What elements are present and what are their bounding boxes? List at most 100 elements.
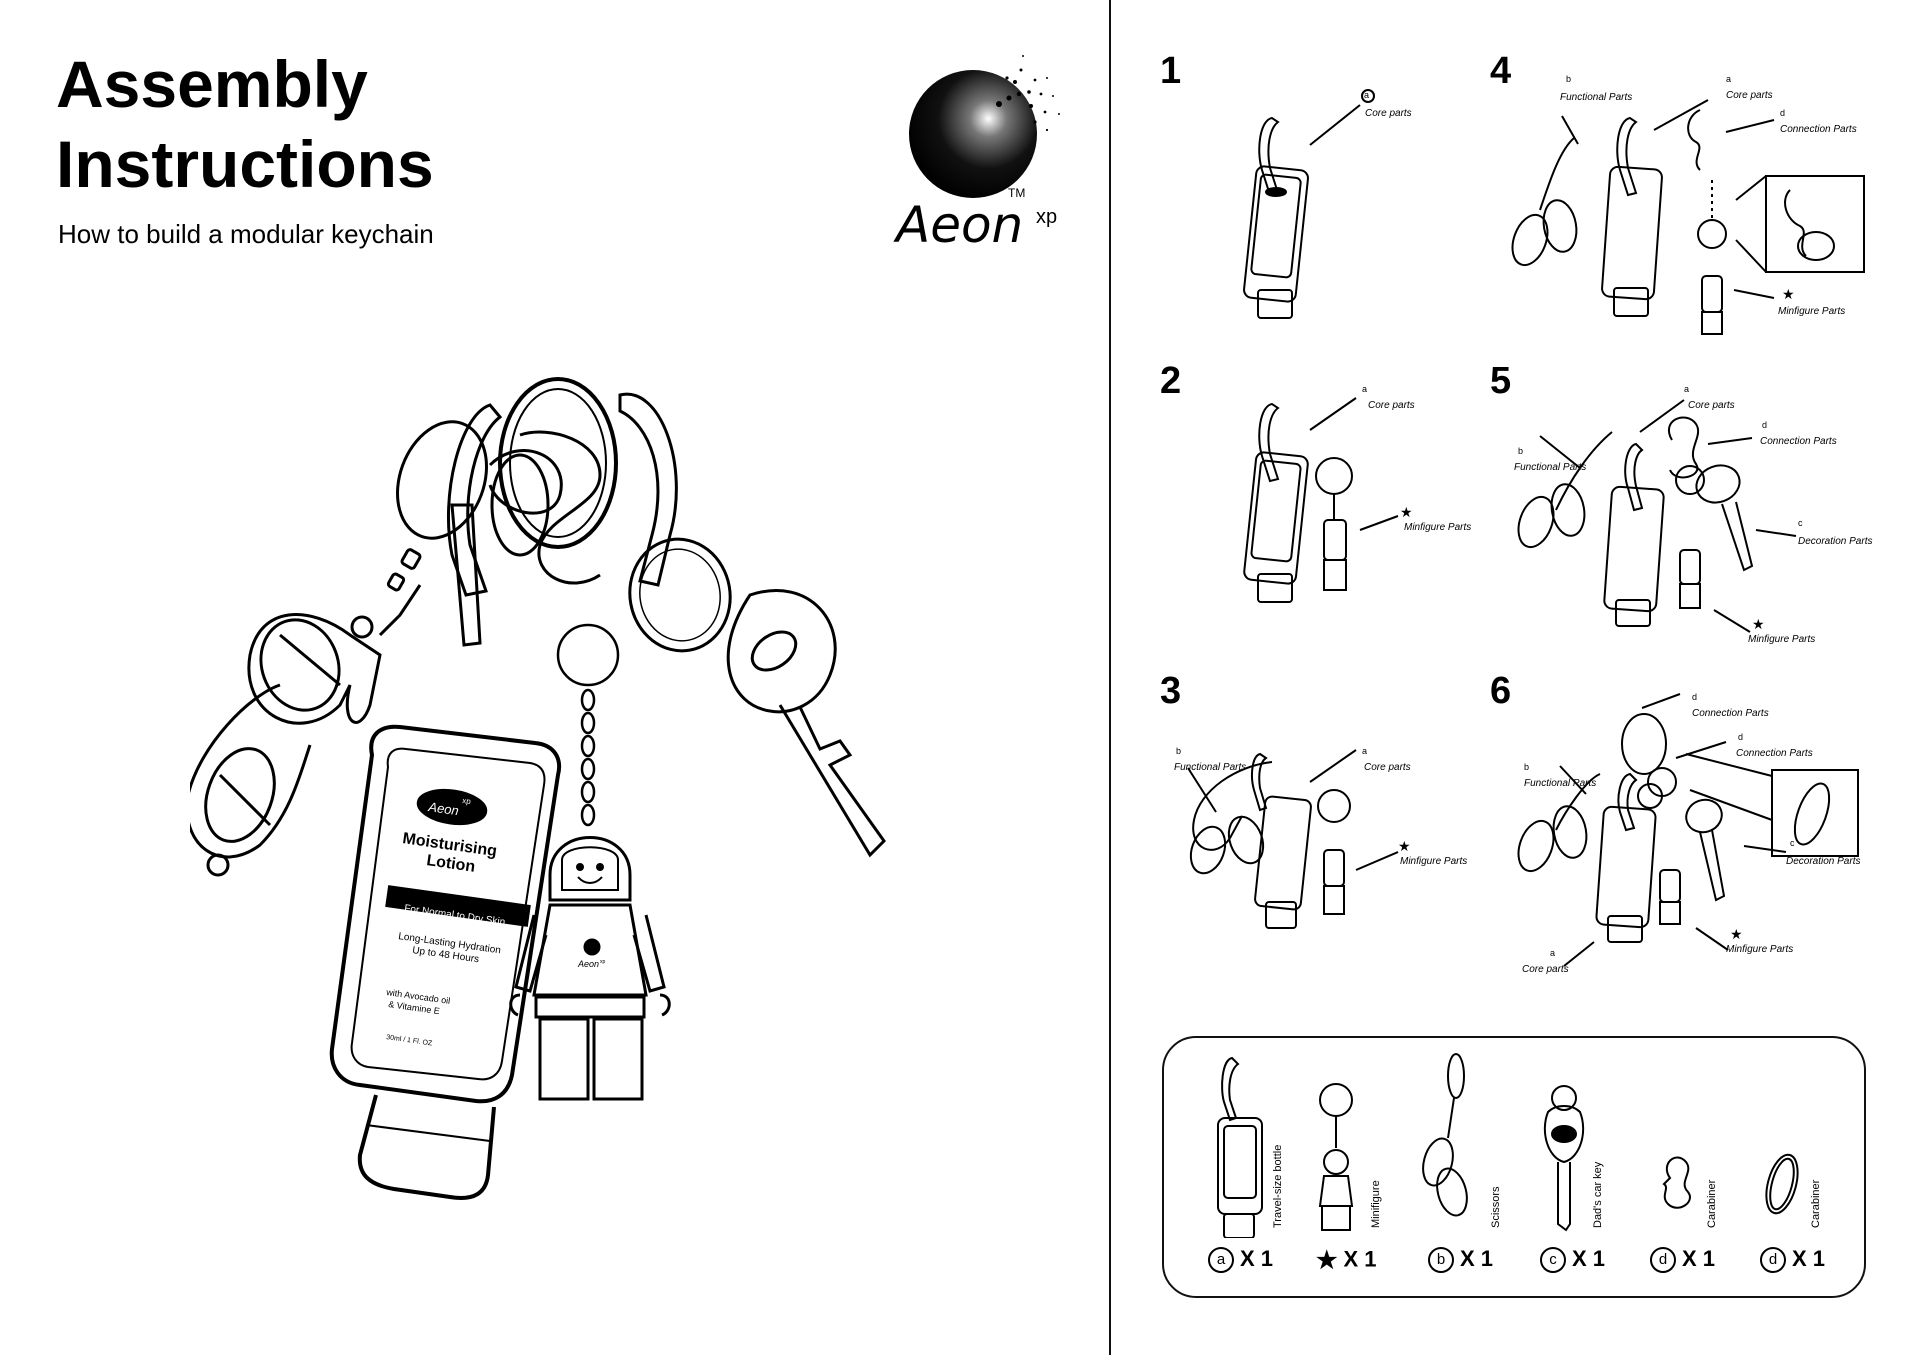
mark-b: b — [1518, 446, 1524, 456]
ring-carabiner-icon — [1765, 1153, 1799, 1215]
step-3: 3 b Functional Parts a Core parts ★ Minf… — [1160, 670, 1580, 960]
mark-a: a — [1362, 384, 1368, 394]
label-minifigure-parts: Minfigure Parts — [1400, 856, 1468, 867]
step-2-diagram-icon — [1243, 397, 1399, 603]
star-mark: ★ — [1316, 1247, 1338, 1274]
part-mark: c — [1540, 1247, 1566, 1274]
part-name: Carabiner — [1706, 1179, 1718, 1228]
step-3-diagram-icon — [1187, 749, 1399, 929]
label-core-parts: Core parts — [1688, 400, 1735, 411]
mark-b: b — [1566, 74, 1572, 84]
mark-d: d — [1780, 108, 1786, 118]
step-1: 1 a Core parts — [1160, 50, 1580, 340]
star-mark: ★ — [1400, 504, 1413, 520]
qty-text: X 1 — [1572, 1246, 1606, 1271]
mark-a: a — [1550, 948, 1556, 958]
part-quantity: ★X 1 — [1316, 1246, 1377, 1275]
part-name: Carabiner — [1810, 1179, 1822, 1228]
lotion-bottle-icon — [329, 724, 561, 1200]
step-number: 4 — [1490, 50, 1512, 92]
bottle-brand: Aeon — [427, 799, 460, 818]
step-1-diagram-icon — [1243, 89, 1375, 319]
label-functional-parts: Functional Parts — [1560, 92, 1633, 103]
star-mark: ★ — [1398, 838, 1411, 854]
minifig-brand: Aeon — [577, 959, 599, 969]
step-number: 1 — [1160, 50, 1182, 92]
mark-a: a — [1726, 74, 1732, 84]
mark-a: a — [1362, 746, 1368, 756]
qty-text: X 1 — [1682, 1246, 1716, 1271]
step-2: 2 a Core parts ★ Minfigure Parts — [1160, 360, 1580, 650]
star-mark: ★ — [1782, 286, 1795, 302]
label-connection-parts: Connection Parts — [1692, 708, 1769, 719]
part-mark: a — [1208, 1247, 1234, 1274]
logo-suffix: xp — [1036, 206, 1058, 228]
mark-c: c — [1798, 518, 1803, 528]
step-6-diagram-icon — [1517, 693, 1859, 967]
page-title: Assembly Instructions — [56, 44, 434, 204]
minifig-brand-suffix: xp — [600, 959, 606, 965]
part-name: Travel-size bottle — [1272, 1144, 1284, 1228]
mark-c: c — [1790, 838, 1795, 848]
mark-b: b — [1176, 746, 1182, 756]
part-name: Minifigure — [1370, 1180, 1382, 1228]
label-core-parts: Core parts — [1522, 964, 1569, 975]
label-connection-parts: Connection Parts — [1780, 124, 1857, 135]
scissors-icon — [1422, 1053, 1468, 1217]
label-functional-parts: Functional Parts — [1514, 462, 1587, 473]
label-core-parts: Core parts — [1368, 400, 1415, 411]
title-line-1: Assembly — [56, 47, 368, 121]
chain-icon — [556, 623, 620, 827]
step-5: 5 a Core parts b Functional Parts d Conn… — [1490, 360, 1910, 650]
car-key-icon — [1543, 1085, 1585, 1232]
part-minifigure: Minifigure ★X 1 — [1296, 1038, 1410, 1300]
qty-text: X 1 — [1460, 1246, 1494, 1271]
car-key-icon — [726, 589, 886, 858]
star-mark: ★ — [1730, 926, 1743, 942]
step-number: 3 — [1160, 670, 1182, 712]
step-4-diagram-icon — [1511, 99, 1865, 335]
mark-d: d — [1692, 692, 1698, 702]
page-subtitle: How to build a modular keychain — [58, 219, 434, 249]
step-number: 5 — [1490, 360, 1512, 402]
label-connection-parts: Connection Parts — [1736, 748, 1813, 759]
mark-b: b — [1524, 762, 1530, 772]
logo-wordmark: Aeon — [896, 196, 1024, 254]
bottle-icon — [1217, 1056, 1263, 1238]
label-functional-parts: Functional Parts — [1174, 762, 1247, 773]
keychain-illustration: Aeon xp Moisturising Lotion For Normal t… — [190, 377, 886, 1200]
step-5-diagram-icon — [1517, 399, 1797, 633]
label-functional-parts: Functional Parts — [1524, 778, 1597, 789]
qty-text: X 1 — [1240, 1246, 1274, 1271]
label-connection-parts: Connection Parts — [1760, 436, 1837, 447]
label-core-parts: Core parts — [1364, 762, 1411, 773]
page-divider — [1109, 0, 1111, 1355]
main-ring-icon — [498, 377, 618, 549]
star-mark: ★ — [1752, 616, 1765, 632]
part-mark: d — [1760, 1247, 1786, 1274]
brand-logo-icon — [909, 55, 1060, 198]
mark-d: d — [1738, 732, 1744, 742]
mark-a: a — [1684, 384, 1690, 394]
label-minifigure-parts: Minfigure Parts — [1778, 306, 1846, 317]
qty-text: X 1 — [1343, 1246, 1377, 1272]
minifigure-icon — [509, 836, 671, 1101]
label-decoration-parts: Decoration Parts — [1798, 536, 1873, 547]
label-decoration-parts: Decoration Parts — [1786, 856, 1861, 867]
mark-d: d — [1762, 420, 1768, 430]
label-minifigure-parts: Minfigure Parts — [1726, 944, 1794, 955]
clip-carabiner-icon — [1662, 1156, 1691, 1209]
scissors-icon — [190, 548, 422, 877]
qty-text: X 1 — [1792, 1246, 1826, 1271]
step-number: 6 — [1490, 670, 1512, 712]
